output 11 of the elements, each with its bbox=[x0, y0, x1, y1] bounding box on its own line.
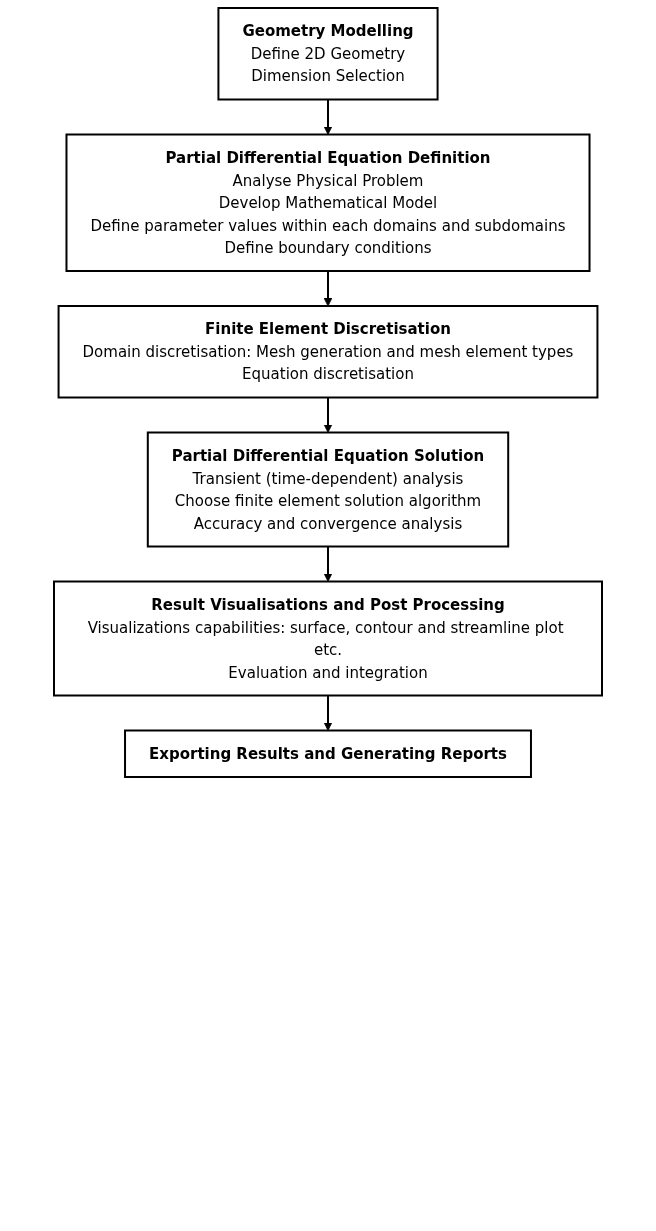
arrow bbox=[323, 396, 333, 433]
node-box: Partial Differential Equation Definition Analyse Physical Problem Develop Mathematical Model Define parameter values within each domains and subdomains Define boundary conditions bbox=[65, 133, 591, 272]
node-box: Exporting Results and Generating Reports bbox=[124, 729, 532, 778]
arrow bbox=[323, 270, 333, 307]
node-box: Result Visualisations and Post Processing Visualizations capabilities: surface, contour and streamline plot etc. Evaluation and integration bbox=[53, 580, 603, 697]
node-box: Geometry Modelling Define 2D Geometry Dimension Selection bbox=[217, 7, 439, 101]
arrow bbox=[323, 545, 333, 582]
node-box: Partial Differential Equation Solution Transient (time-dependent) analysis Choose finite element solution algorithm Accuracy and convergence analysis bbox=[146, 431, 510, 548]
arrow bbox=[323, 694, 333, 731]
node-box: Finite Element Discretisation Domain discretisation: Mesh generation and mesh element types Equation discretisation bbox=[57, 305, 599, 399]
arrow bbox=[323, 98, 333, 135]
